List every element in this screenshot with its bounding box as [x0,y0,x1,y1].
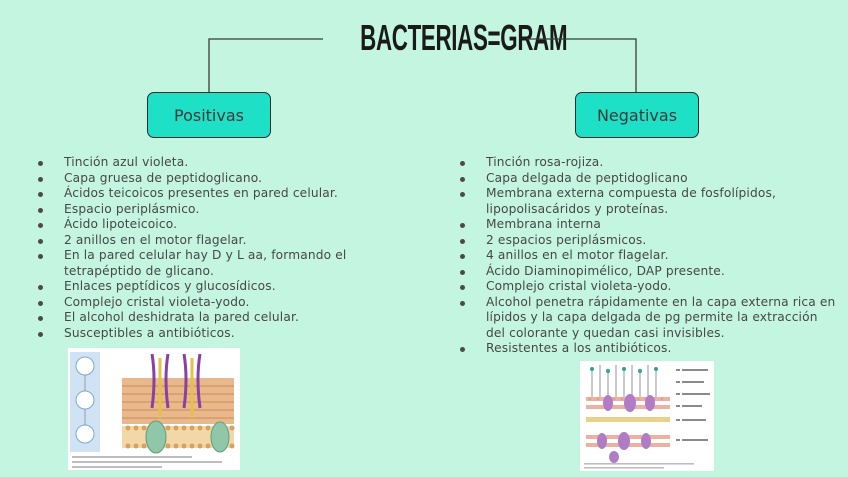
connector-right [527,38,637,92]
list-item: Enlaces peptídicos y glucosídicos. [35,279,385,295]
node-positivas: Positivas [147,92,271,138]
node-positivas-label: Positivas [174,105,244,125]
list-item: Susceptibles a antibióticos. [35,326,385,342]
list-item: Membrana externa compuesta de fosfolípid… [457,186,837,217]
list-item: 4 anillos en el motor flagelar. [457,248,837,264]
negative-characteristics-list: Tinción rosa-rojiza. Capa delgada de pep… [457,155,837,357]
list-item: Ácido lipoteicoico. [35,217,385,233]
list-item: Ácidos teicoicos presentes en pared celu… [35,186,385,202]
list-item: 2 anillos en el motor flagelar. [35,233,385,249]
gram-positive-wall-illustration [68,348,240,470]
list-item: Membrana interna [457,217,837,233]
list-item: En la pared celular hay D y L aa, forman… [35,248,385,279]
list-item: Complejo cristal violeta-yodo. [35,295,385,311]
list-item: El alcohol deshidrata la pared celular. [35,310,385,326]
list-item: Tinción rosa-rojiza. [457,155,837,171]
list-item: 2 espacios periplásmicos. [457,233,837,249]
list-item: Ácido Diaminopimélico, DAP presente. [457,264,837,280]
list-item: Espacio periplásmico. [35,202,385,218]
connector-left [208,38,323,92]
node-negativas: Negativas [575,92,699,138]
positive-characteristics-list: Tinción azul violeta. Capa gruesa de pep… [35,155,385,341]
list-item: Resistentes a los antibióticos. [457,341,837,357]
gram-negative-wall-illustration [580,361,714,471]
node-negativas-label: Negativas [596,105,678,125]
list-item: Alcohol penetra rápidamente en la capa e… [457,295,837,342]
list-item: Capa delgada de peptidoglicano [457,171,837,187]
list-item: Complejo cristal violeta-yodo. [457,279,837,295]
list-item: Capa gruesa de peptidoglicano. [35,171,385,187]
list-item: Tinción azul violeta. [35,155,385,171]
